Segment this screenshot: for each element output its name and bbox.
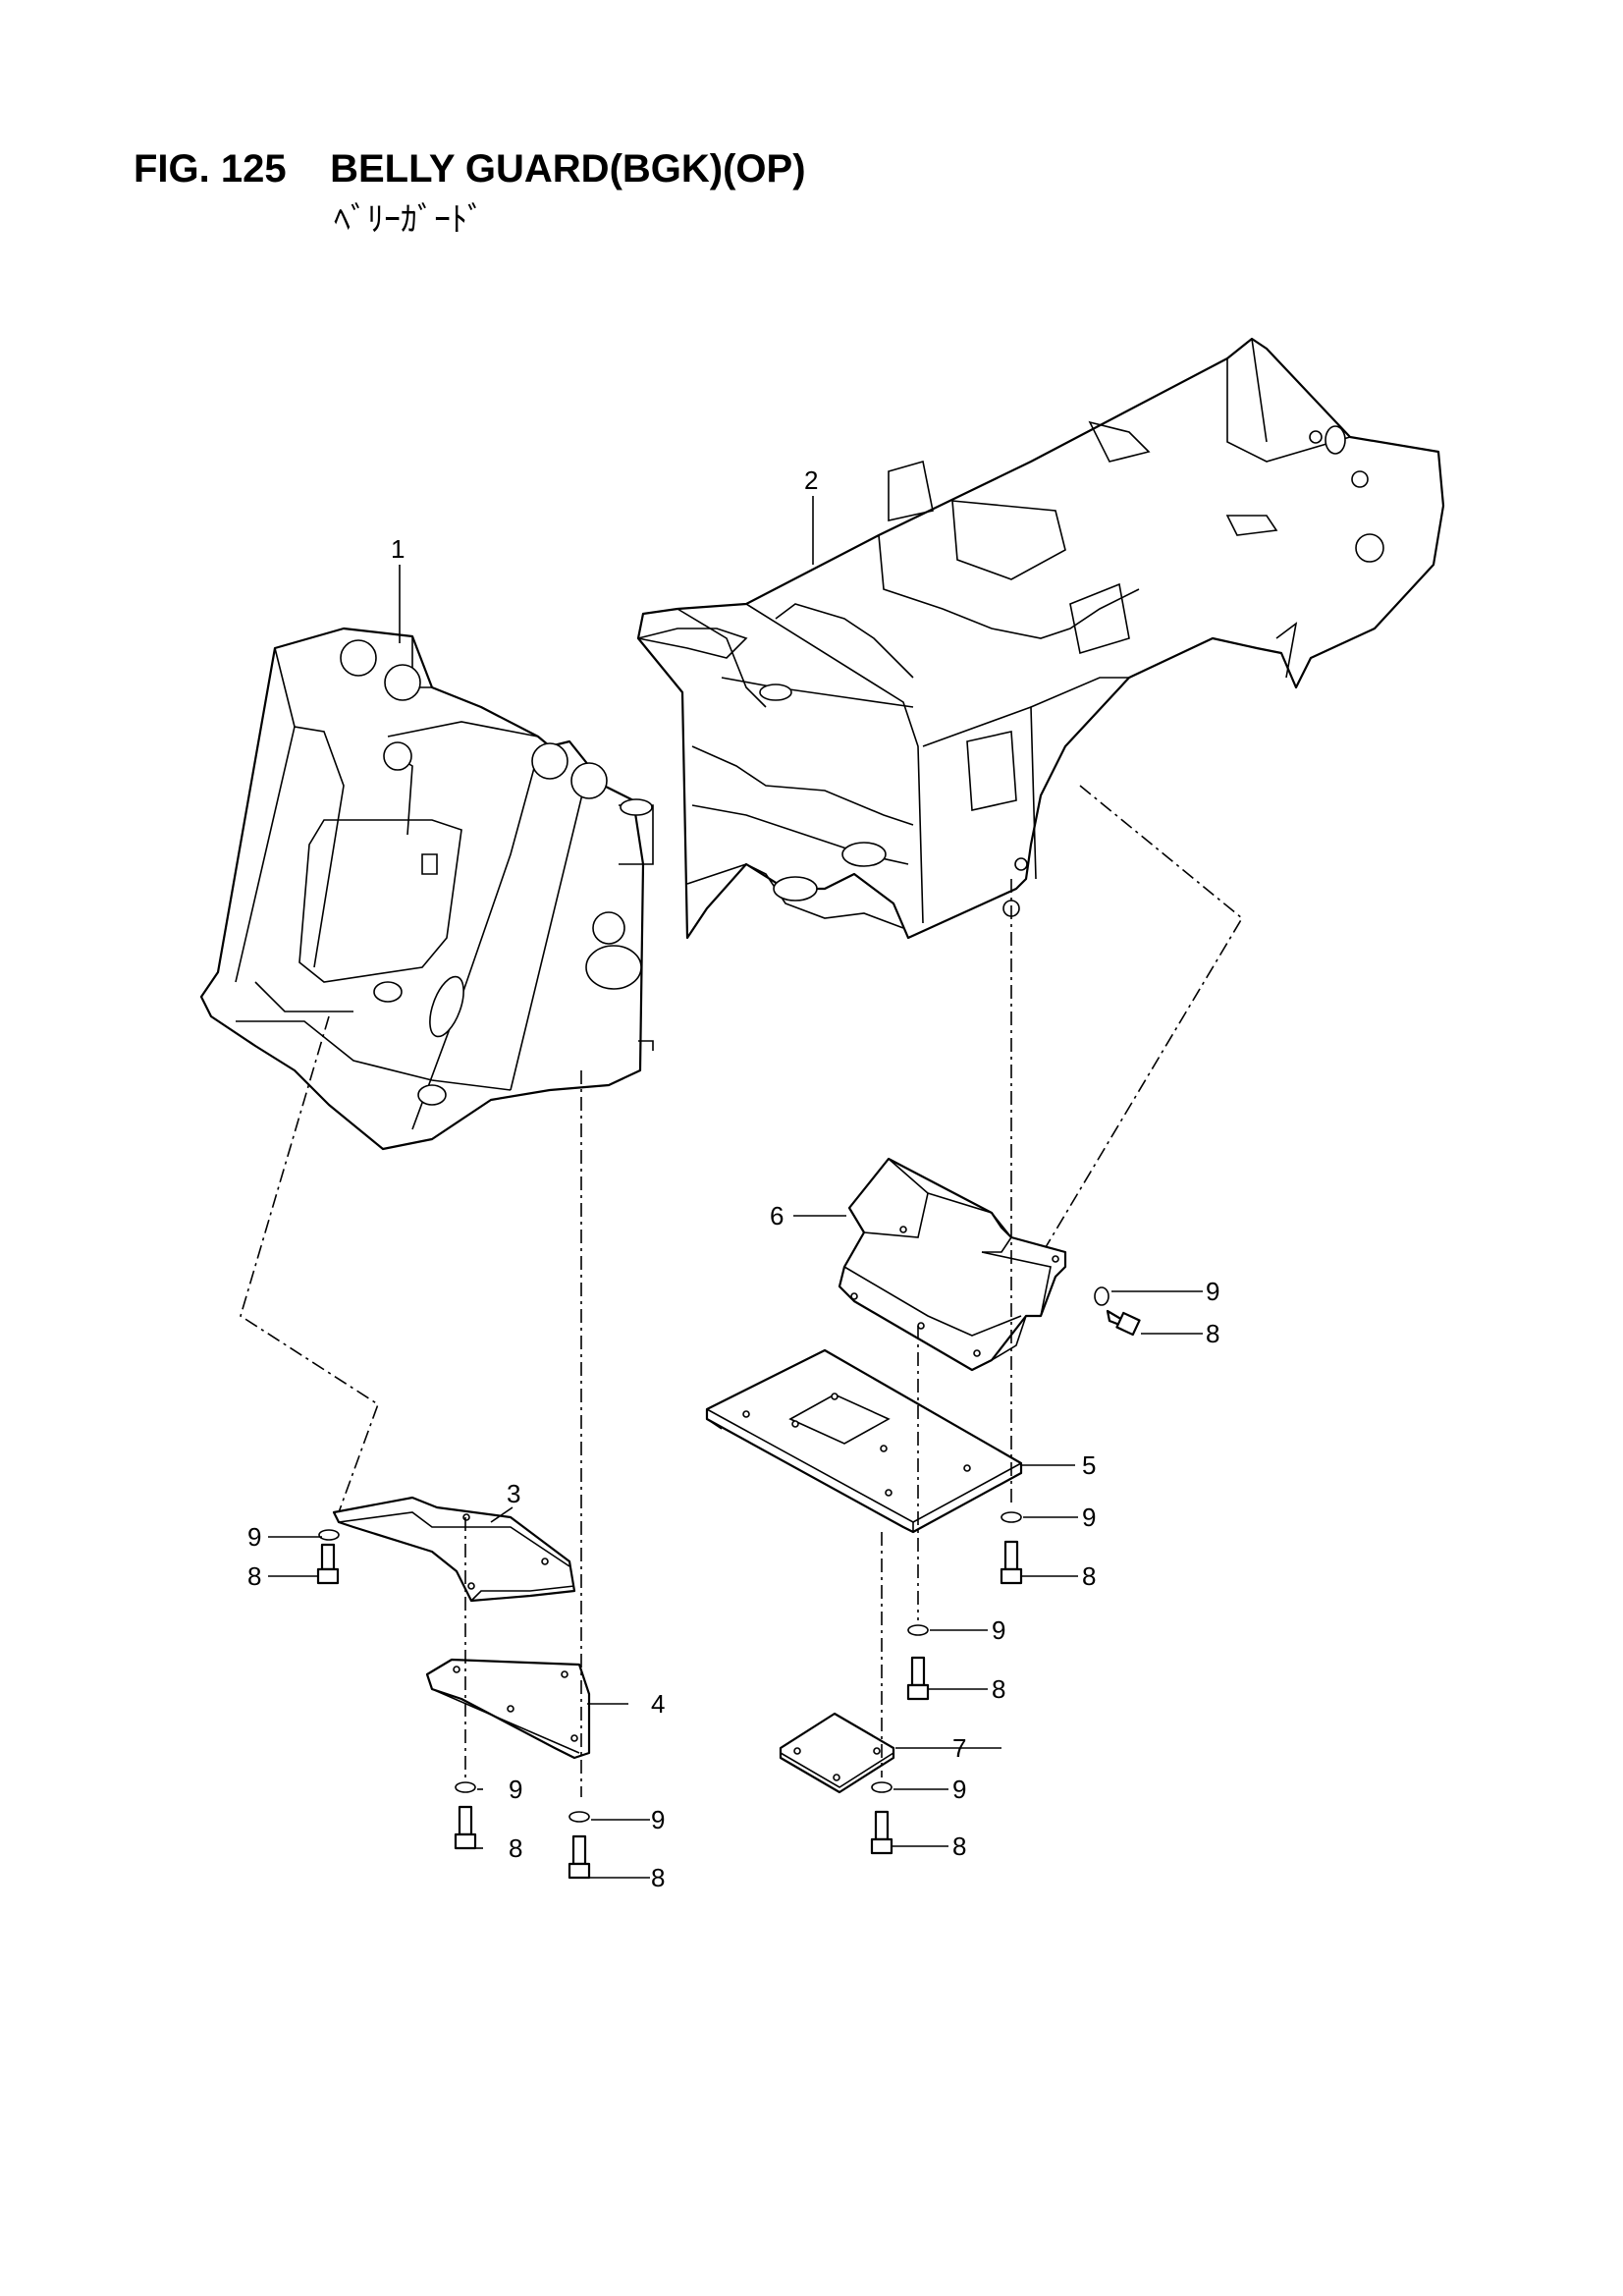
fasteners [316, 1286, 1141, 1880]
guard-part-6 [838, 1157, 1067, 1372]
callout-8: 8 [1206, 1319, 1219, 1348]
callout-7: 7 [952, 1733, 966, 1763]
callout-6: 6 [770, 1201, 784, 1230]
rear-frame-part-2 [636, 337, 1445, 940]
callout-9: 9 [952, 1775, 966, 1804]
callout-9: 9 [247, 1522, 261, 1552]
callout-8: 8 [651, 1863, 665, 1892]
washer [318, 1529, 340, 1541]
plate-part-4 [425, 1658, 591, 1760]
figure-title: FIG. 125 BELLY GUARD(BGK)(OP) [134, 147, 806, 191]
guard-part-3 [332, 1496, 576, 1603]
callout-9: 9 [509, 1775, 522, 1804]
callout-9: 9 [992, 1615, 1005, 1645]
bolt-shank [320, 1543, 336, 1571]
assembly-lines [240, 785, 1244, 1797]
leader-lines [268, 496, 1203, 1879]
figure-subtitle: ﾍﾞﾘｰｶﾞｰﾄﾞ [334, 201, 484, 239]
callout-9: 9 [651, 1805, 665, 1834]
front-frame-part-1 [199, 627, 654, 1151]
callout-8: 8 [509, 1833, 522, 1863]
callout-8: 8 [952, 1831, 966, 1861]
callout-1: 1 [391, 534, 405, 564]
bolt-head [316, 1567, 340, 1585]
plate-part-7 [779, 1712, 895, 1794]
callout-4: 4 [651, 1689, 665, 1719]
callout-2: 2 [804, 465, 818, 495]
callout-5: 5 [1082, 1450, 1096, 1480]
callout-8: 8 [1082, 1561, 1096, 1591]
callout-9: 9 [1206, 1277, 1219, 1306]
callout-8: 8 [992, 1674, 1005, 1704]
callout-9: 9 [1082, 1503, 1096, 1532]
callout-8: 8 [247, 1561, 261, 1591]
figure-name: BELLY GUARD(BGK)(OP) [330, 147, 806, 191]
figure-number: FIG. 125 [134, 147, 287, 191]
callout-labels: 1 2 3 4 5 6 7 9 8 9 8 9 8 9 8 9 8 9 8 9 … [247, 465, 1219, 1892]
base-plate-part-5 [705, 1348, 1023, 1534]
callout-3: 3 [507, 1479, 520, 1508]
